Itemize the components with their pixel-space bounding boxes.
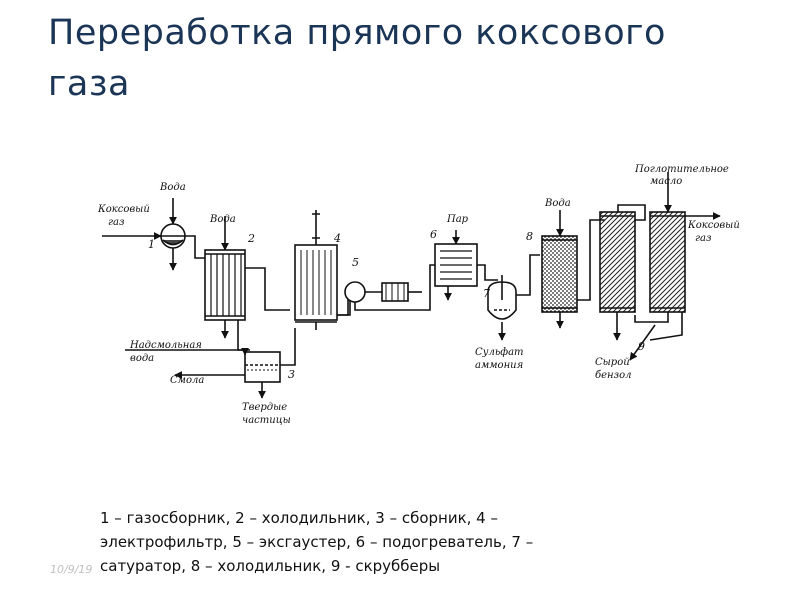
number-7: 7 (483, 287, 490, 300)
process-flow-diagram: Вода Коксовый газ Вода Пар Вода Поглотит… (97, 164, 740, 426)
label-solids-1: Твердые (242, 402, 287, 413)
number-8: 8 (526, 230, 533, 243)
label-steam: Пар (446, 214, 469, 225)
label-coke-gas-in-1: Коксовый (97, 204, 150, 215)
legend-caption: 1 – газосборник, 2 – холодильник, 3 – сб… (100, 509, 534, 575)
number-4: 4 (333, 232, 341, 245)
scrubbers-9 (599, 172, 721, 361)
number-5: 5 (352, 256, 359, 269)
label-coke-gas-out-2: газ (695, 233, 711, 244)
number-6: 6 (430, 228, 437, 241)
label-ammonium-2: аммония (475, 360, 523, 371)
label-ammonium-1: Сульфат (475, 347, 524, 358)
label-solids-2: частицы (242, 415, 291, 426)
label-benzene-1: Сырой (595, 357, 630, 368)
label-water-2: Вода (209, 214, 236, 225)
slide-title: Переработка прямого коксового газа (48, 13, 666, 104)
label-benzene-2: бензол (595, 370, 631, 381)
label-water-3: Вода (544, 198, 571, 209)
label-tar: Смола (170, 375, 204, 386)
collector-3 (125, 328, 296, 399)
number-2: 2 (247, 232, 255, 245)
label-coke-gas-in-2: газ (108, 217, 124, 228)
number-3: 3 (288, 368, 295, 381)
exhauster-5 (337, 281, 431, 316)
electrofilter-4 (294, 210, 351, 330)
saturator-7 (487, 254, 540, 341)
number-1: 1 (148, 238, 155, 251)
label-coke-gas-out-1: Коксовый (687, 220, 740, 231)
label-tar-water-1: Надсмольная (129, 340, 202, 351)
cooler-8 (541, 210, 605, 329)
label-absorbing-oil-1: Поглотительное (634, 164, 729, 175)
gas-collector-1 (102, 198, 205, 271)
heater-6 (429, 230, 498, 301)
slide-date: 10/9/19 (50, 563, 93, 576)
label-absorbing-oil-2: масло (650, 176, 682, 187)
label-tar-water-2: вода (130, 353, 154, 364)
number-9: 9 (638, 340, 645, 353)
label-water-1: Вода (159, 182, 186, 193)
